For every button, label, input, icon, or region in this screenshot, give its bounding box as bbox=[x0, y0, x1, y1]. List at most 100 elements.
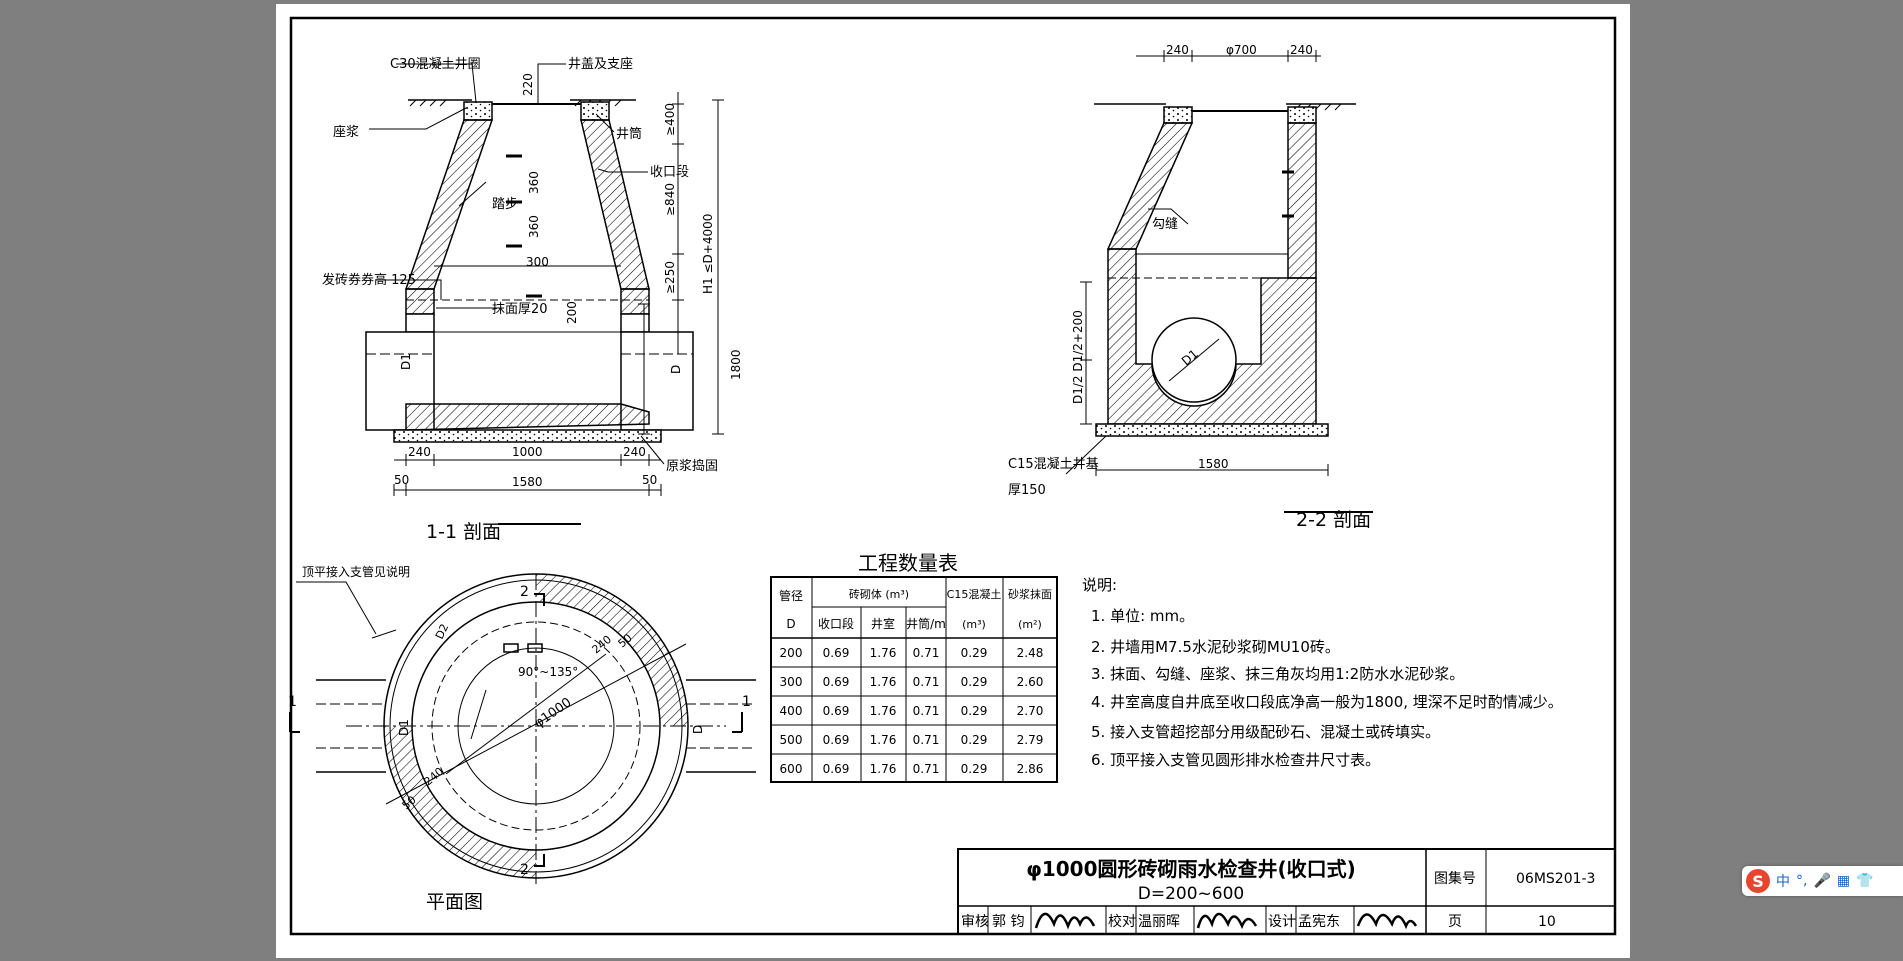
table-cell: 0.29 bbox=[961, 704, 988, 718]
section-1-1-title: 1-1 剖面 bbox=[426, 521, 501, 543]
label-step: 踏步 bbox=[492, 197, 518, 212]
review-name: 郭 钧 bbox=[992, 913, 1024, 930]
plan-view-title: 平面图 bbox=[426, 891, 483, 913]
review-signature bbox=[1034, 912, 1096, 930]
table-cell: 0.69 bbox=[823, 762, 850, 776]
table-cell: 2.86 bbox=[1017, 762, 1044, 776]
table-cell: 1.76 bbox=[870, 733, 897, 747]
dim-t700: φ700 bbox=[1226, 43, 1257, 57]
table-cell: 2.48 bbox=[1017, 646, 1044, 660]
th-m3: (m³) bbox=[962, 618, 986, 631]
th-brick: 砖砌体 (m³) bbox=[849, 587, 909, 601]
table-cell: 0.29 bbox=[961, 762, 988, 776]
dim-w50b: 50 bbox=[642, 473, 657, 487]
dim-w50a: 50 bbox=[394, 473, 409, 487]
label-h1: H1 ≤D+4000 bbox=[701, 214, 715, 294]
title-sub: D=200~600 bbox=[1138, 884, 1244, 904]
dim-d1: D1 bbox=[399, 353, 413, 370]
label-base: 原浆捣固 bbox=[666, 458, 718, 474]
table-cell: 1.76 bbox=[870, 704, 897, 718]
table-cell: 0.71 bbox=[913, 704, 940, 718]
table-cell: 200 bbox=[780, 646, 803, 660]
dim-w1580: 1580 bbox=[512, 475, 543, 489]
dim-400: ≥400 bbox=[663, 103, 677, 136]
label-joint: 勾缝 bbox=[1152, 217, 1178, 232]
table-body: 200 0.69 1.76 0.71 0.29 2.48 300 0.69 1.76 0.71 0.… bbox=[780, 646, 1044, 776]
sheet-frame bbox=[289, 16, 1617, 936]
label-plan-note: 顶平接入支管见说明 bbox=[302, 564, 410, 579]
notes-heading: 说明: bbox=[1082, 576, 1117, 594]
design-label: 设计 bbox=[1268, 914, 1296, 930]
title-block: φ1000圆形砖砌雨水检查井(收口式) D=200~600 图集号 06MS20… bbox=[957, 848, 1616, 935]
sogou-logo-icon[interactable]: S bbox=[1746, 869, 1770, 893]
label-vert: D1/2 D1/2+200 bbox=[1071, 310, 1085, 404]
ime-keyboard-icon[interactable]: ▦ bbox=[1836, 873, 1851, 889]
ime-skin-icon[interactable]: 👕 bbox=[1856, 873, 1874, 889]
th-m2: (m²) bbox=[1018, 618, 1042, 631]
dim-1800: 1800 bbox=[729, 349, 743, 380]
table-cell: 0.29 bbox=[961, 646, 988, 660]
section-mark-1b: 1 bbox=[742, 694, 751, 710]
dim-220: 220 bbox=[521, 73, 535, 96]
section-1-1 bbox=[365, 63, 724, 525]
table-cell: 2.79 bbox=[1017, 733, 1044, 747]
table-cell: 0.71 bbox=[913, 675, 940, 689]
note-item-3: 3. 抹面、勾缝、座浆、抹三角灰均用1:2防水水泥砂浆。 bbox=[1091, 665, 1464, 683]
label-cover: 井盖及支座 bbox=[568, 57, 633, 72]
ime-lang[interactable]: 中 bbox=[1776, 874, 1790, 890]
table-cell: 0.69 bbox=[823, 704, 850, 718]
engineering-drawing: 1-1 剖面 C30混凝土井圈 井盖及支座 座浆 井筒 收口段 踏步 发砖券券高… bbox=[288, 16, 1617, 936]
th-d: D bbox=[786, 617, 795, 631]
table-title: 工程数量表 bbox=[858, 551, 958, 575]
dim-t240b: 240 bbox=[1290, 43, 1313, 57]
table-cell: 300 bbox=[780, 675, 803, 689]
table-cell: 0.71 bbox=[913, 646, 940, 660]
table-cell: 400 bbox=[780, 704, 803, 718]
check-label: 校对 bbox=[1108, 913, 1136, 930]
table-cell: 0.29 bbox=[961, 733, 988, 747]
table-cell: 1.76 bbox=[870, 646, 897, 660]
table-cell: 0.69 bbox=[823, 733, 850, 747]
th-pipe: 管径 bbox=[779, 588, 803, 603]
dim-p-d2: D2 bbox=[433, 622, 451, 642]
page-value: 10 bbox=[1538, 914, 1556, 930]
dim-360a: 360 bbox=[527, 171, 541, 194]
label-mortar: 座浆 bbox=[333, 125, 359, 140]
dim-360b: 360 bbox=[527, 215, 541, 238]
ime-punct[interactable]: °, bbox=[1796, 873, 1808, 889]
dim-w1000: 1000 bbox=[512, 445, 543, 459]
table-cell: 0.71 bbox=[913, 762, 940, 776]
ime-mic-icon[interactable]: 🎤 bbox=[1813, 873, 1831, 889]
page-label: 页 bbox=[1448, 914, 1462, 930]
table-cell: 500 bbox=[780, 733, 803, 747]
table-cell: 1.76 bbox=[870, 675, 897, 689]
label-ring: C30混凝土井圈 bbox=[390, 56, 481, 72]
check-signature bbox=[1196, 912, 1258, 930]
section-2-2 bbox=[1065, 50, 1373, 513]
table-cell: 1.76 bbox=[870, 762, 897, 776]
section-2-2-title: 2-2 剖面 bbox=[1296, 509, 1371, 531]
design-name: 孟宪东 bbox=[1298, 913, 1340, 930]
table-cell: 2.60 bbox=[1017, 675, 1044, 689]
label-angle: 90°~135° bbox=[518, 665, 578, 679]
note-item-6: 6. 顶平接入支管见圆形排水检查井尺寸表。 bbox=[1091, 751, 1380, 769]
atlas-label: 图集号 bbox=[1434, 870, 1476, 887]
ime-toolbar[interactable]: S 中 °, 🎤 ▦ 👕 bbox=[1742, 866, 1903, 896]
title-main: φ1000圆形砖砌雨水检查井(收口式) bbox=[1026, 857, 1356, 881]
dim-250: ≥250 bbox=[663, 261, 677, 294]
dim-d: D bbox=[669, 365, 683, 374]
note-item-5: 5. 接入支管超挖部分用级配砂石、混凝土或砖填实。 bbox=[1091, 723, 1440, 741]
th-shaft: 井筒/m bbox=[906, 616, 946, 631]
review-label: 审核 bbox=[961, 914, 989, 930]
dim-200: 200 bbox=[565, 301, 579, 324]
dim-w240a: 240 bbox=[408, 445, 431, 459]
table-cell: 600 bbox=[780, 762, 803, 776]
atlas-value: 06MS201-3 bbox=[1516, 871, 1595, 887]
dim-b1580: 1580 bbox=[1198, 457, 1229, 471]
label-plaster: 抹面厚20 bbox=[492, 302, 548, 317]
dim-840: ≥840 bbox=[663, 183, 677, 216]
th-chamber: 井室 bbox=[871, 616, 895, 631]
drawing-sheet: 1-1 剖面 C30混凝土井圈 井盖及支座 座浆 井筒 收口段 踏步 发砖券券高… bbox=[276, 4, 1630, 958]
table-cell: 0.69 bbox=[823, 675, 850, 689]
plan-view bbox=[289, 573, 756, 884]
